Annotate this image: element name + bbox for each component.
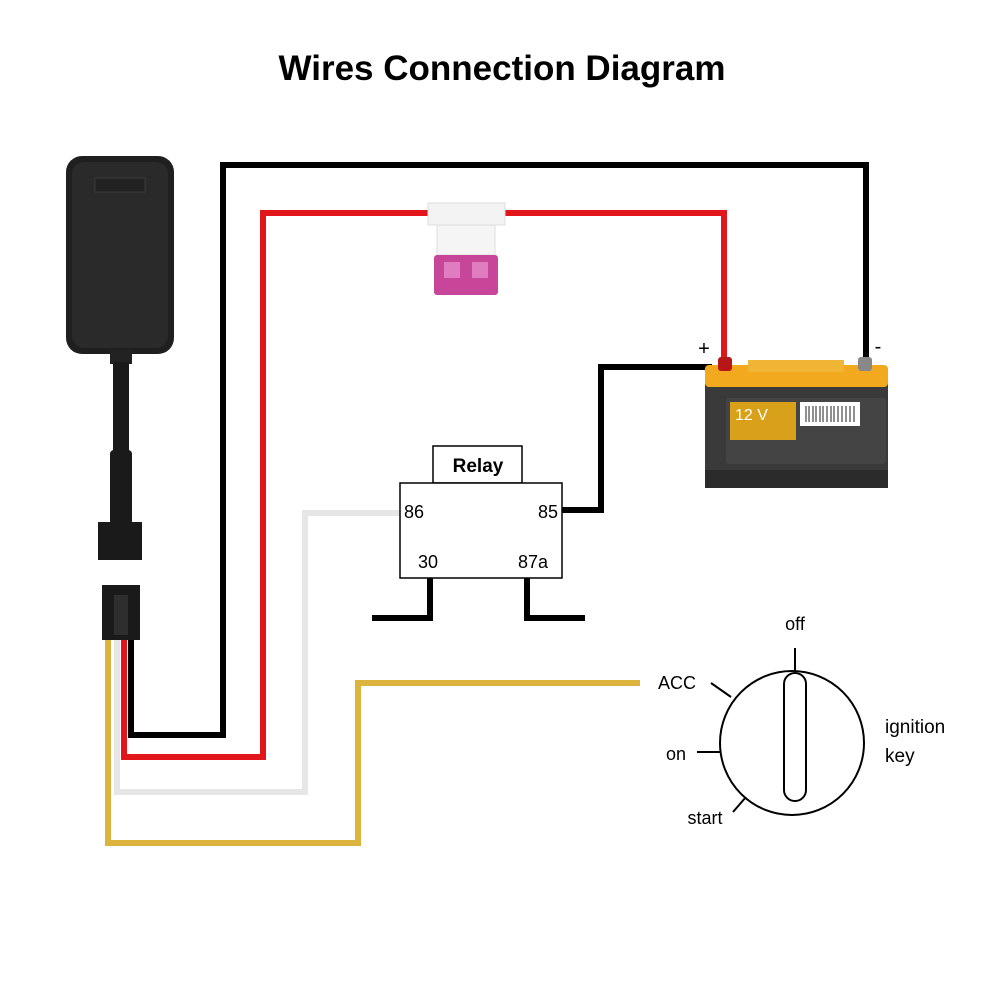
- relay-pin-85: 85: [538, 502, 558, 522]
- ignition-key-label-line1: ignition: [885, 717, 945, 738]
- relay-pin-30: 30: [418, 552, 438, 572]
- relay-pin-86: 86: [404, 502, 424, 522]
- ignition-switch: [697, 648, 865, 816]
- yellow-wire-acc: [105, 640, 640, 846]
- negative-terminal: [858, 357, 872, 371]
- ignition-on-label: on: [666, 744, 686, 764]
- relay-label: Relay: [453, 456, 504, 477]
- relay-pin-87a: 87a: [518, 552, 549, 572]
- gps-tracker-device: [66, 156, 174, 640]
- red-wire-positive: [121, 210, 727, 760]
- ignition-off-label: off: [785, 614, 806, 634]
- relay-pin87a-leg: [524, 578, 585, 621]
- ignition-acc-label: ACC: [658, 673, 696, 693]
- fuse: [427, 202, 506, 295]
- battery-plus-label: +: [698, 338, 710, 360]
- battery-minus-label: -: [875, 336, 882, 358]
- battery-voltage: 12 V: [735, 407, 768, 424]
- ignition-key-label-line2: key: [885, 746, 915, 767]
- diagram-title: Wires Connection Diagram: [279, 49, 726, 88]
- relay: [399, 445, 563, 579]
- relay-pin30-leg: [372, 578, 433, 621]
- battery: 12 V: [705, 357, 888, 488]
- positive-terminal: [718, 357, 732, 371]
- ignition-start-label: start: [687, 808, 722, 828]
- black-wire-relay85: [562, 364, 712, 513]
- white-wire-relay86: [114, 510, 400, 795]
- black-wire-ground: [128, 162, 869, 738]
